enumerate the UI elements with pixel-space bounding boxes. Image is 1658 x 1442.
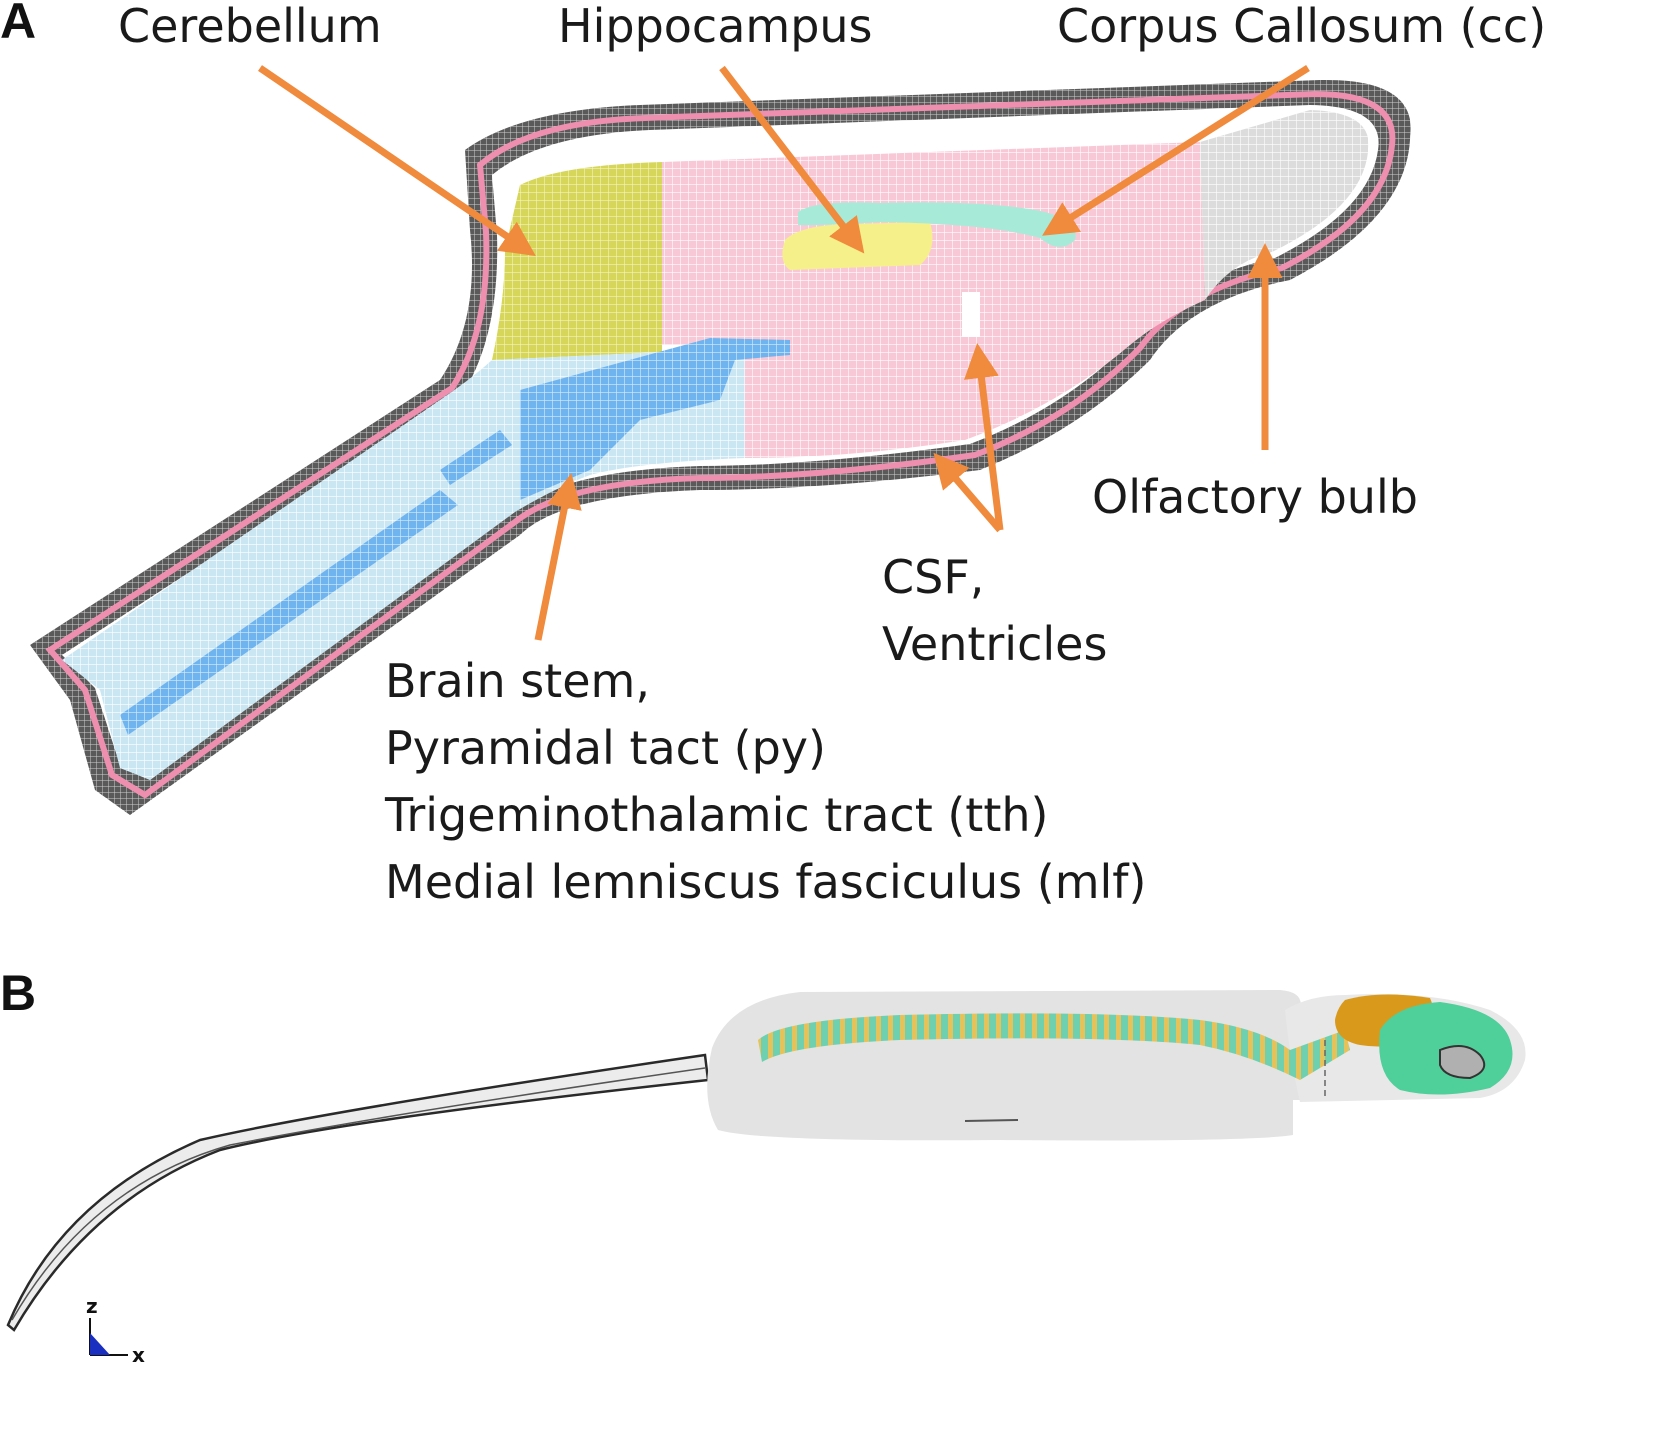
arrow-hippocampus	[719, 65, 865, 254]
olfactory-bulb-region	[1200, 110, 1369, 300]
annotation-arrows	[258, 65, 1310, 641]
arrow-corpus-callosum	[1042, 65, 1310, 236]
cerebellum-region	[492, 162, 662, 360]
label-brainstem-line2: Pyramidal tact (py)	[385, 721, 826, 775]
rat-spinal-cord	[758, 1013, 1350, 1080]
arrow-cerebellum	[258, 65, 536, 256]
coordinate-triad: z x	[86, 1294, 145, 1367]
corpus-callosum-region	[798, 202, 1076, 248]
rat-tail	[6, 1053, 710, 1332]
arrow-csf-ventricle	[964, 343, 1004, 531]
brainstem-tracts	[520, 338, 790, 500]
arrow-csf-gap	[933, 452, 1003, 533]
rat-head-cavity	[1439, 1045, 1486, 1080]
triad-x-label: x	[132, 1343, 145, 1367]
body-seam	[964, 1119, 1019, 1122]
label-hippocampus: Hippocampus	[558, 0, 873, 53]
rat-body-model	[6, 990, 1526, 1332]
label-csf-line2: Ventricles	[882, 617, 1107, 671]
label-cerebellum: Cerebellum	[118, 0, 382, 53]
panel-a-letter: A	[0, 0, 36, 49]
triad-z-label: z	[86, 1294, 98, 1318]
brain-mesh-sagittal	[30, 79, 1411, 815]
rat-body	[707, 990, 1334, 1141]
label-olfactory-bulb: Olfactory bulb	[1092, 470, 1418, 524]
arrow-brainstem	[534, 473, 582, 641]
panel-b-letter: B	[0, 965, 36, 1021]
label-brainstem-line3: Trigeminothalamic tract (tth)	[384, 788, 1048, 842]
label-csf-line1: CSF,	[882, 550, 984, 604]
label-corpus-callosum: Corpus Callosum (cc)	[1057, 0, 1546, 53]
label-brainstem-line1: Brain stem,	[385, 654, 650, 708]
rat-tail-edge	[11, 1067, 706, 1321]
spinal-tract-strip	[120, 490, 458, 735]
label-brainstem-line4: Medial lemniscus fasciculus (mlf)	[385, 855, 1146, 909]
tract-strip-upper	[440, 430, 512, 485]
triad-marker	[90, 1333, 110, 1355]
ventricle-spot	[962, 292, 980, 337]
membrane-layer	[45, 90, 1396, 799]
